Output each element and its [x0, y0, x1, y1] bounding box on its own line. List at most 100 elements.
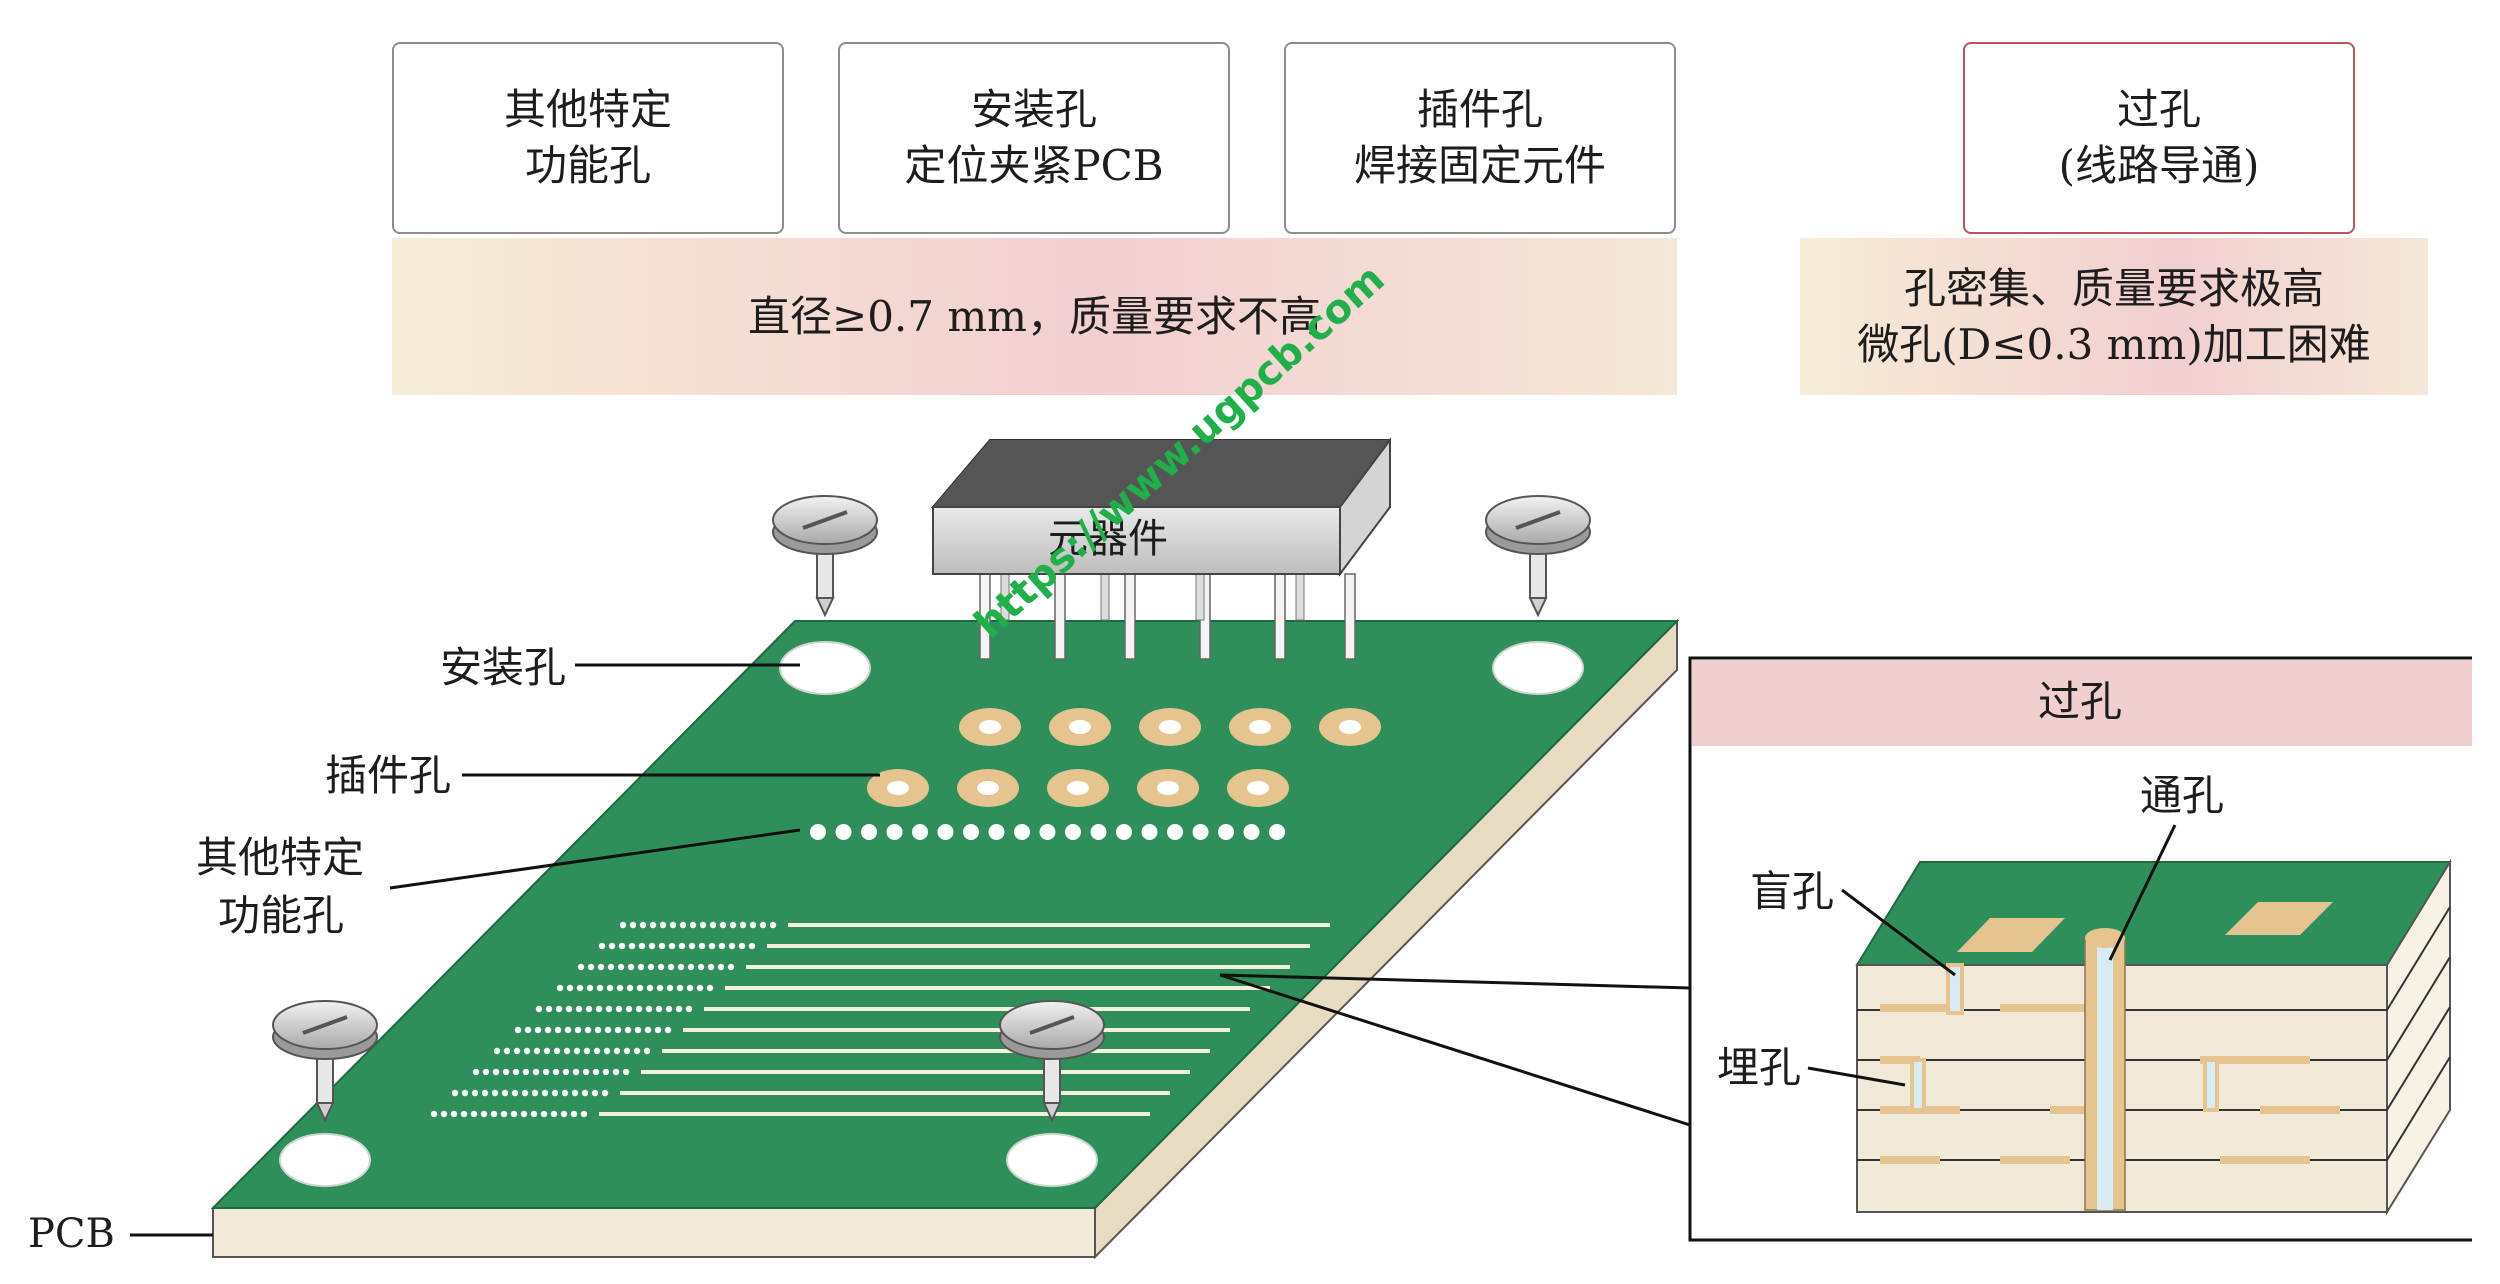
- via-hole: [493, 1047, 501, 1055]
- other-holes-label-1: 其他特定: [196, 833, 364, 882]
- via-hole: [664, 1026, 672, 1034]
- via-hole: [727, 963, 735, 971]
- plug-holes-title: 插件孔: [1416, 85, 1543, 134]
- buried-hole-label: 埋孔: [1717, 1043, 1801, 1092]
- screws: [272, 495, 1591, 1123]
- via-hole: [490, 1110, 498, 1118]
- via-hole: [451, 1089, 459, 1097]
- via-hole: [556, 984, 564, 992]
- pcb-board: [210, 618, 1680, 1260]
- via-hole: [676, 984, 684, 992]
- via-hole: [500, 1110, 508, 1118]
- component-pin: [1124, 573, 1136, 660]
- via-hole: [597, 963, 605, 971]
- via-hole: [555, 1005, 563, 1013]
- via-hole: [576, 984, 584, 992]
- via-hole: [450, 1110, 458, 1118]
- via-hole: [708, 942, 716, 950]
- via-hole: [648, 942, 656, 950]
- mounting-hole: [779, 641, 871, 695]
- via-hole: [613, 1047, 621, 1055]
- via-inset: 过孔 通孔 盲孔 埋孔: [1688, 656, 2472, 1242]
- via-hole: [598, 942, 606, 950]
- plug-holes-box: 插件孔 焊接固定元件: [1284, 42, 1676, 234]
- function-hole: [1192, 824, 1209, 840]
- via-hole: [535, 1005, 543, 1013]
- via-hole: [709, 921, 717, 929]
- inner-copper: [1880, 1156, 1940, 1164]
- via-hole: [606, 984, 614, 992]
- via-hole: [591, 1089, 599, 1097]
- via-hole: [554, 1026, 562, 1034]
- via-hole: [617, 963, 625, 971]
- via-hole: [679, 921, 687, 929]
- via-hole: [566, 984, 574, 992]
- blind-hole-leader: [1841, 888, 1956, 977]
- via-hole: [512, 1068, 520, 1076]
- function-hole: [988, 824, 1005, 840]
- via-hole: [560, 1110, 568, 1118]
- via-hole: [622, 1068, 630, 1076]
- through-hole: [2097, 945, 2113, 1210]
- via-hole: [582, 1068, 590, 1076]
- mounting-holes-desc: 定位夹紧PCB: [904, 141, 1164, 190]
- stack-top: [1855, 861, 2452, 966]
- via-hole: [502, 1068, 510, 1076]
- layer-line: [2386, 1056, 2451, 1161]
- via-hole: [540, 1110, 548, 1118]
- via-hole: [542, 1068, 550, 1076]
- via-hole: [665, 1005, 673, 1013]
- via-hole: [623, 1047, 631, 1055]
- via-hole: [565, 1005, 573, 1013]
- via-hole: [729, 921, 737, 929]
- plug-hole: [1157, 781, 1179, 795]
- via-hole: [471, 1089, 479, 1097]
- layer-line: [2386, 906, 2451, 1011]
- mounting-hole: [1492, 641, 1584, 695]
- via-hole: [602, 1068, 610, 1076]
- function-hole: [912, 824, 928, 840]
- via-hole: [649, 921, 657, 929]
- via-hole: [551, 1089, 559, 1097]
- via-hole: [481, 1089, 489, 1097]
- via-hole: [603, 1047, 611, 1055]
- inset-header: [1692, 660, 2472, 746]
- plug-hole-label: 插件孔: [325, 751, 451, 800]
- via-hole: [678, 942, 686, 950]
- via-hole: [577, 963, 585, 971]
- board-top: [210, 620, 1680, 1209]
- via-hole: [624, 1026, 632, 1034]
- via-hole: [460, 1110, 468, 1118]
- screw-tip: [1528, 597, 1548, 618]
- via-hole: [728, 942, 736, 950]
- top-pad: [2225, 902, 2333, 935]
- via-hole: [769, 921, 777, 929]
- via-hole: [440, 1110, 448, 1118]
- through-hole-rim: [2085, 928, 2125, 948]
- via-hole: [619, 921, 627, 929]
- via-hole-rows: [430, 921, 1330, 1118]
- via-hole: [739, 921, 747, 929]
- via-hole: [614, 1026, 622, 1034]
- via-hole: [534, 1026, 542, 1034]
- via-hole: [511, 1089, 519, 1097]
- component-pin: [1274, 573, 1286, 660]
- via-hole: [658, 942, 666, 950]
- layer-line: [2386, 956, 2451, 1061]
- chip-side: [1339, 436, 1391, 578]
- via-hole: [628, 942, 636, 950]
- component-chip: 元器件: [930, 436, 1391, 660]
- function-hole: [963, 824, 979, 840]
- via-hole: [596, 984, 604, 992]
- inner-copper: [2200, 1056, 2310, 1064]
- function-hole: [1065, 824, 1081, 840]
- via-hole: [532, 1068, 540, 1076]
- via-hole: [697, 963, 705, 971]
- mounting-hole-label: 安装孔: [440, 643, 566, 692]
- via-hole: [572, 1068, 580, 1076]
- buried-hole-leader: [1807, 1066, 1906, 1087]
- plug-hole: [1069, 720, 1091, 734]
- other-function-holes: [810, 824, 1285, 840]
- board-front-edge: [212, 1207, 1096, 1258]
